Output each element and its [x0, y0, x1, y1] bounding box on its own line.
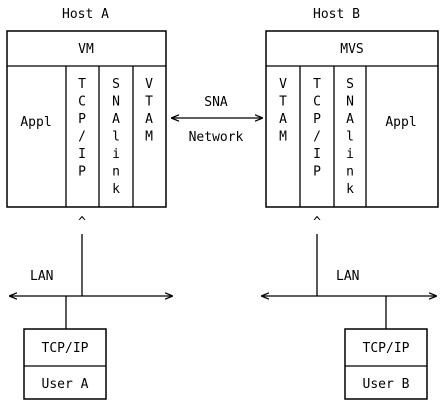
a-snalink-letter: A [112, 112, 120, 127]
host-a-appl-label: Appl [20, 115, 51, 130]
b-tcpip-letter: I [313, 147, 321, 162]
host-a-title: Host A [62, 7, 109, 22]
a-vtam-letter: T [145, 95, 153, 110]
host-a-os-label: VM [78, 42, 94, 57]
a-tcpip-letter: C [78, 95, 86, 110]
host-a-box [6, 30, 167, 208]
user-a-label: User A [42, 377, 89, 392]
user-a-box [23, 328, 107, 400]
user-b-tcpip-label: TCP/IP [363, 341, 410, 356]
b-snalink-letter: l [346, 130, 354, 145]
a-tcpip-letter: P [78, 112, 86, 127]
a-tcpip-letter: / [78, 130, 86, 145]
b-snalink-letter: N [346, 95, 354, 110]
a-tcpip-letter: T [78, 77, 86, 92]
b-tcpip-letter: P [313, 112, 321, 127]
a-snalink-letter: k [112, 182, 120, 197]
host-b-appl-label: Appl [385, 115, 416, 130]
user-a-tcpip-label: TCP/IP [42, 341, 89, 356]
b-snalink-letter: k [346, 182, 354, 197]
b-vtam-letter: V [279, 77, 287, 92]
host-b-box [265, 30, 439, 208]
b-snalink-letter: n [346, 165, 354, 180]
host-b-caret: ^ [313, 215, 321, 230]
sna-label: SNA [204, 95, 228, 110]
a-tcpip-letter: I [78, 147, 86, 162]
host-b-os-label: MVS [340, 42, 363, 57]
b-vtam-letter: T [279, 95, 287, 110]
b-tcpip-letter: T [313, 77, 321, 92]
user-b-label: User B [363, 377, 410, 392]
host-a-tcpip-column: TCP/IP [78, 77, 86, 180]
network-label: Network [189, 130, 244, 145]
a-tcpip-letter: P [78, 165, 86, 180]
b-snalink-letter: A [346, 112, 354, 127]
host-a-caret: ^ [78, 215, 86, 230]
user-b-box [344, 328, 428, 400]
b-snalink-letter: i [346, 147, 354, 162]
a-vtam-letter: A [145, 112, 153, 127]
b-vtam-letter: M [279, 130, 287, 145]
a-vtam-letter: V [145, 77, 153, 92]
b-tcpip-letter: / [313, 130, 321, 145]
host-b-title: Host B [313, 7, 360, 22]
b-tcpip-letter: C [313, 95, 321, 110]
a-vtam-letter: M [145, 130, 153, 145]
lan-right-label: LAN [336, 269, 359, 284]
host-b-tcpip-column: TCP/IP [313, 77, 321, 180]
a-snalink-letter: i [112, 147, 120, 162]
b-tcpip-letter: P [313, 165, 321, 180]
b-vtam-letter: A [279, 112, 287, 127]
a-snalink-letter: N [112, 95, 120, 110]
b-snalink-letter: S [346, 77, 354, 92]
a-snalink-letter: n [112, 165, 120, 180]
a-snalink-letter: l [112, 130, 120, 145]
a-snalink-letter: S [112, 77, 120, 92]
lan-left-label: LAN [30, 269, 53, 284]
